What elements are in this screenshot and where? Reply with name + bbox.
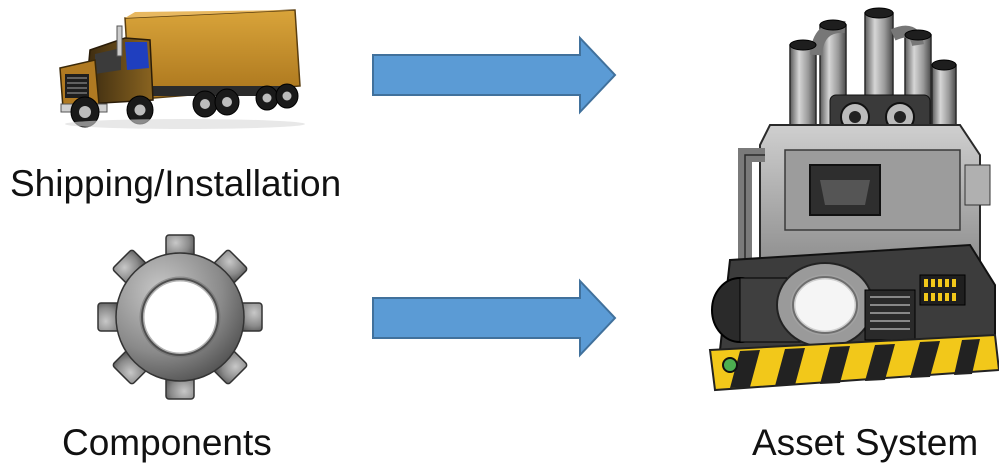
machine-icon [700, 5, 999, 400]
shipping-label: Shipping/Installation [10, 163, 342, 204]
gear-icon [90, 232, 270, 402]
arrow-to-asset-bottom [370, 278, 620, 358]
truck-icon [55, 8, 305, 130]
asset-system-label: Asset System [752, 422, 979, 463]
components-label: Components [62, 422, 272, 463]
arrow-to-asset-top [370, 35, 620, 115]
